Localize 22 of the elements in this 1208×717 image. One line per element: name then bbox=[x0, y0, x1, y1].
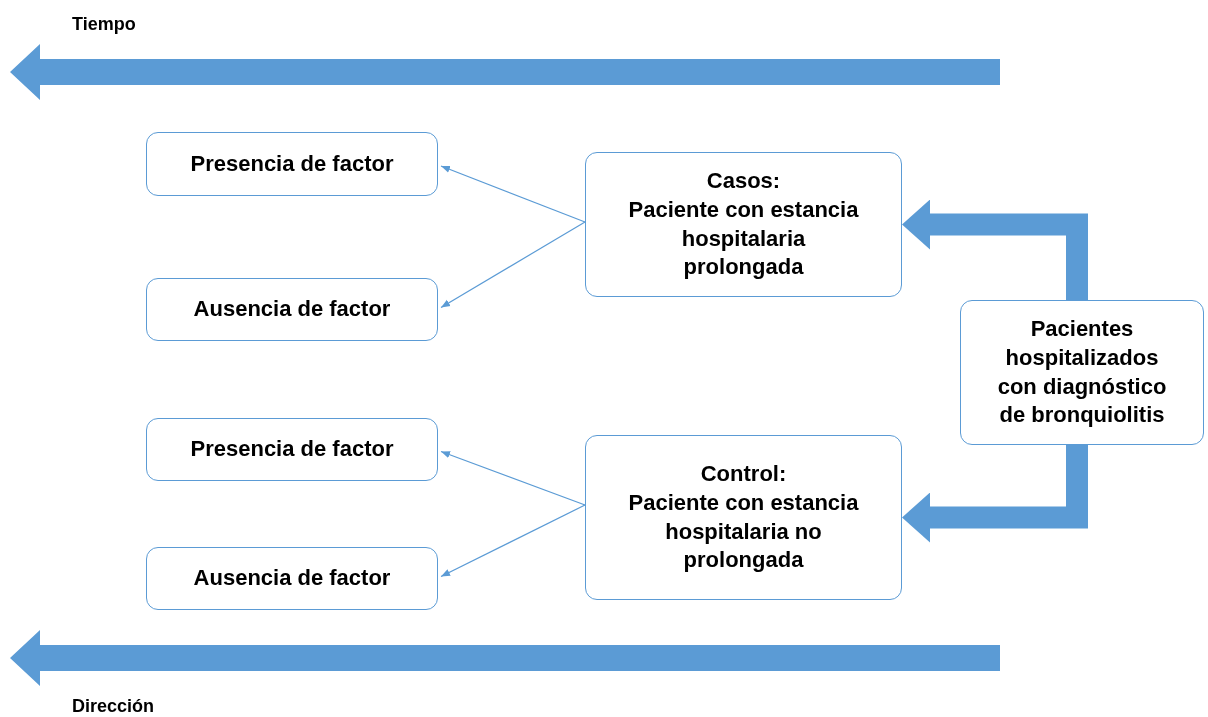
box-text: Pacientes hospitalizados con diagnóstico de bronquiolitis bbox=[996, 315, 1168, 430]
box-text: Ausencia de factor bbox=[193, 564, 391, 593]
process-box bbox=[146, 547, 438, 610]
box-text: Presencia de factor bbox=[190, 149, 394, 178]
process-box bbox=[960, 300, 1204, 445]
arrow bbox=[440, 504, 586, 578]
process-box bbox=[146, 132, 438, 196]
box-heading: Casos: bbox=[706, 167, 781, 196]
arrow bbox=[440, 221, 586, 309]
arrow bbox=[440, 165, 586, 223]
box-text: Paciente con estancia hospitalaria no prolongada bbox=[627, 488, 860, 575]
process-box bbox=[585, 435, 902, 600]
box-text: Paciente con estancia hospitalaria prolongada bbox=[627, 195, 860, 282]
process-box bbox=[146, 278, 438, 341]
process-box bbox=[146, 418, 438, 481]
axis-label: Dirección bbox=[72, 696, 155, 717]
arrow bbox=[440, 450, 586, 506]
axis-label: Tiempo bbox=[72, 14, 136, 35]
box-heading: Control: bbox=[700, 460, 787, 489]
box-text: Ausencia de factor bbox=[193, 295, 391, 324]
process-box bbox=[585, 152, 902, 297]
box-text: Presencia de factor bbox=[190, 435, 394, 464]
